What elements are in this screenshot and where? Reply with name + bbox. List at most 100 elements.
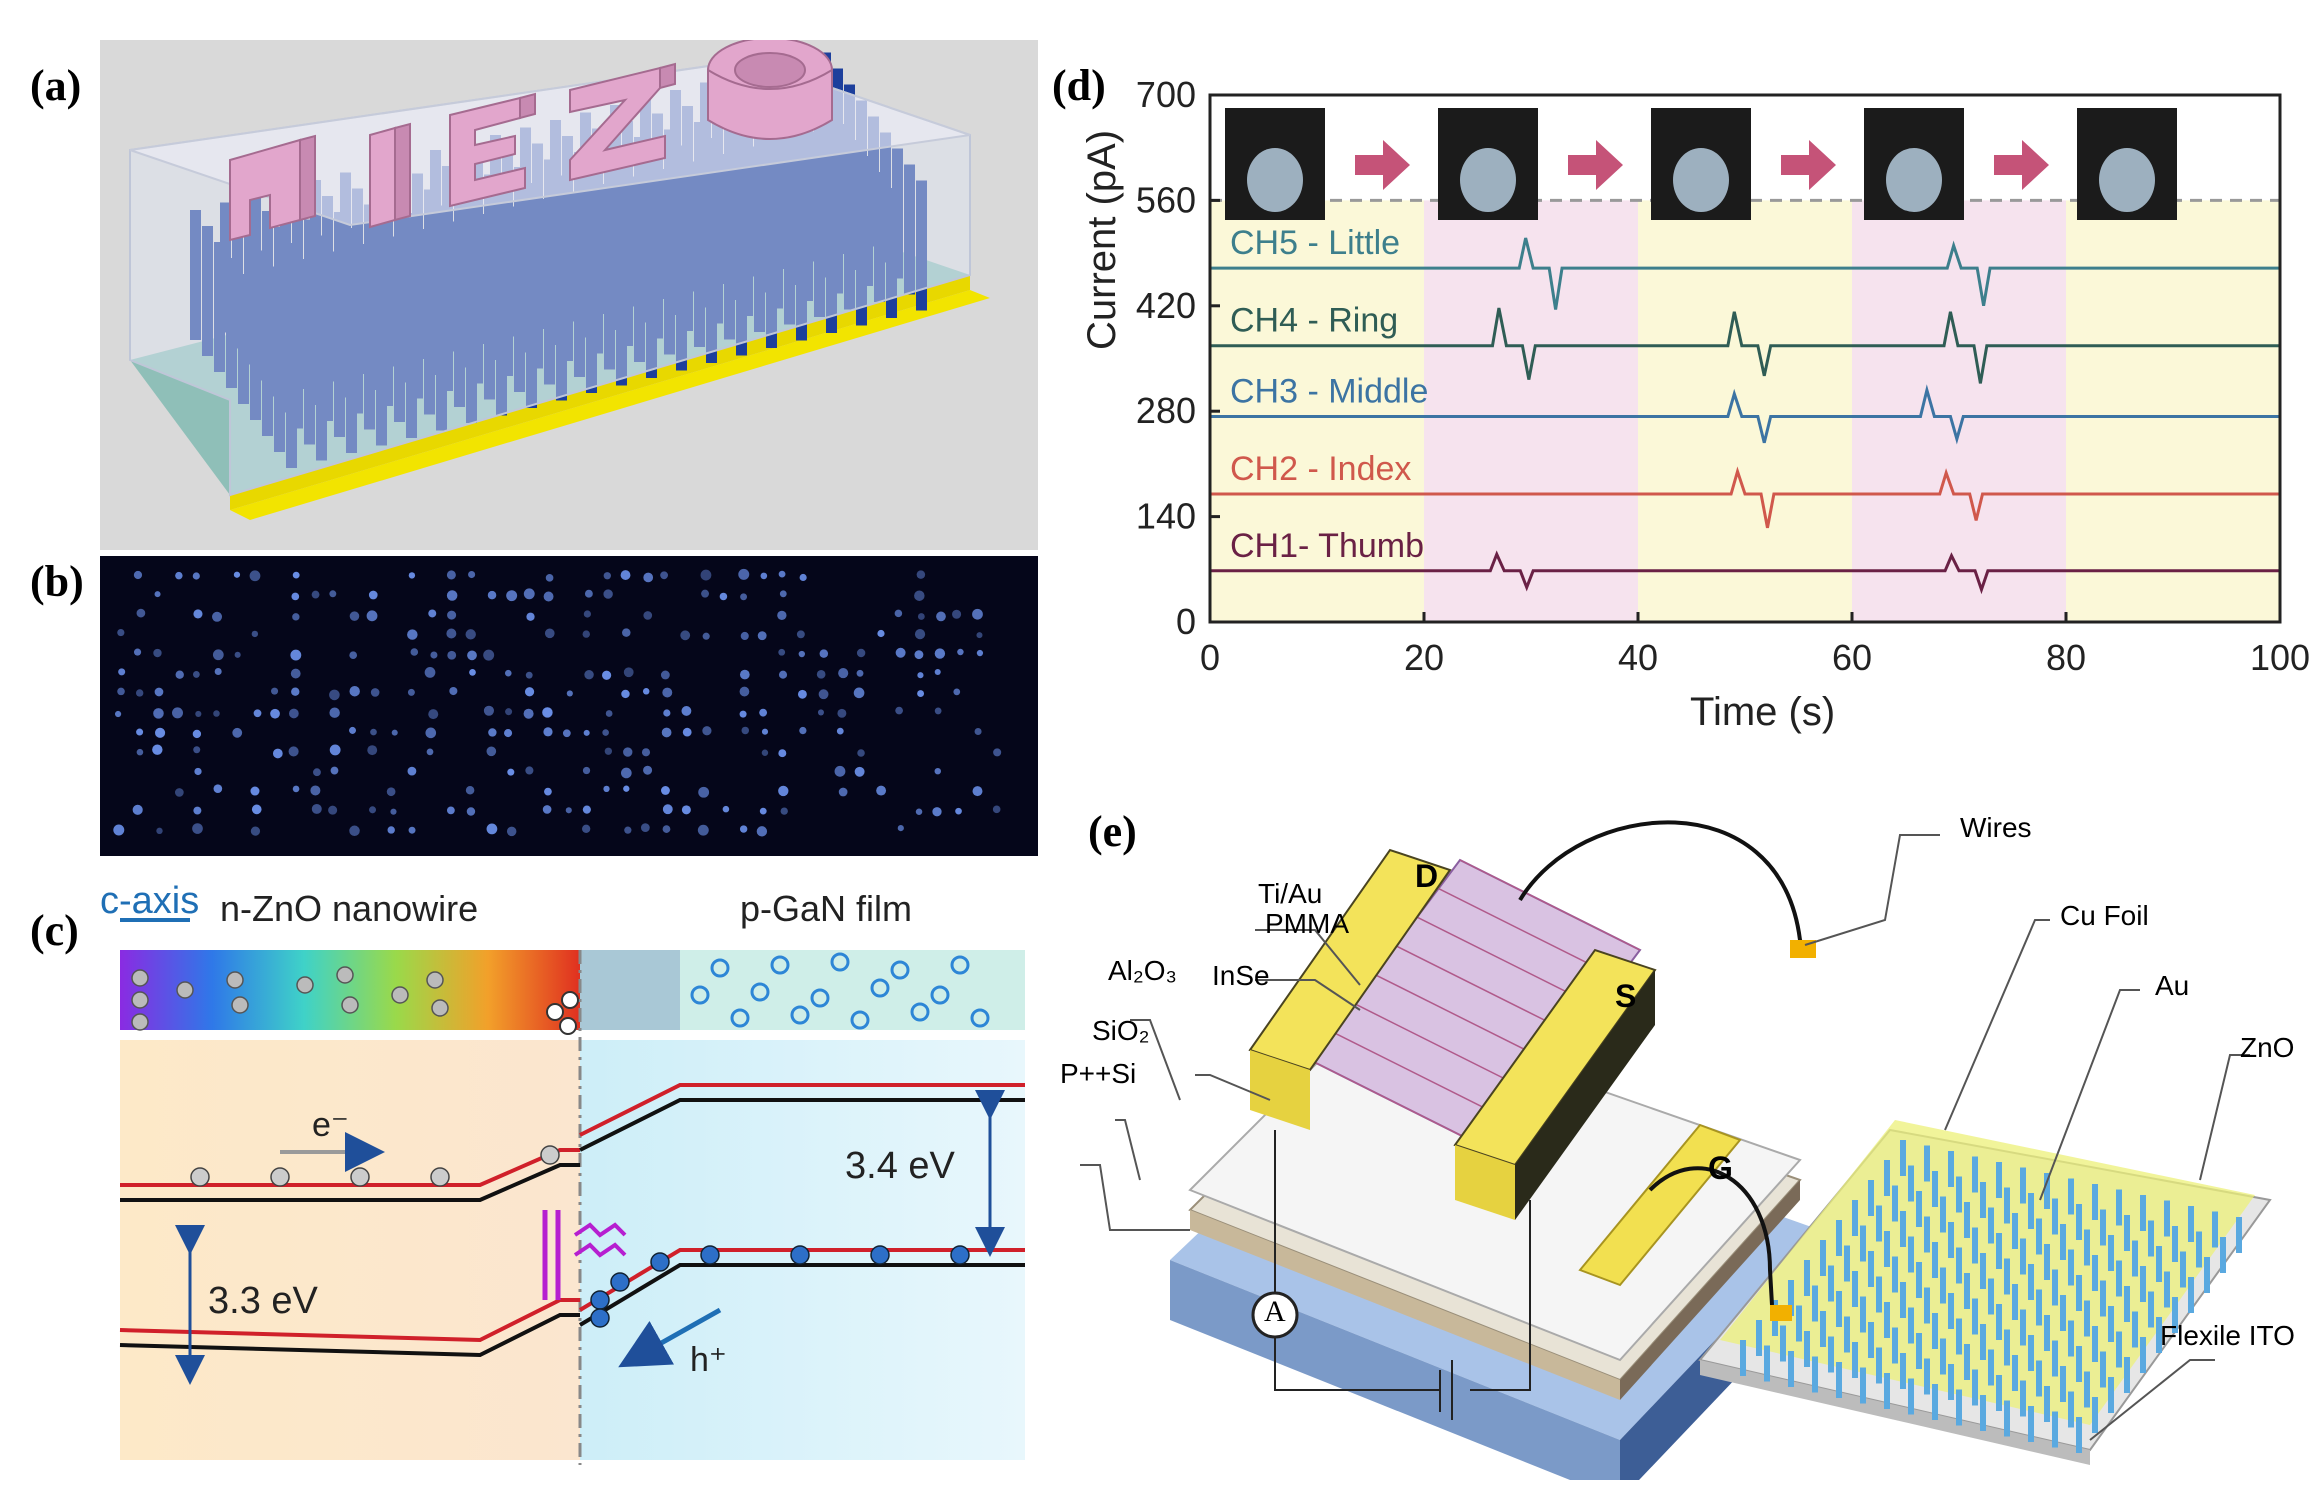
series-label: CH5 - Little xyxy=(1230,224,1400,262)
emission-dot xyxy=(117,687,125,696)
zno-rod xyxy=(1900,1353,1906,1389)
emission-dot xyxy=(506,826,517,837)
nanowire xyxy=(448,221,459,352)
emission-dot xyxy=(798,650,806,658)
nanowire xyxy=(394,292,405,422)
emission-dot xyxy=(602,670,612,680)
nanowire xyxy=(532,238,543,369)
nanowire xyxy=(700,177,711,308)
nanowire xyxy=(808,131,819,262)
emission-dot xyxy=(449,686,458,696)
zno-rod xyxy=(1996,1233,2002,1269)
nanowire xyxy=(850,140,861,270)
nanowire xyxy=(514,167,525,297)
zno-rod xyxy=(1836,1291,1842,1327)
nanowire xyxy=(322,291,333,421)
emission-dot xyxy=(311,803,322,814)
emission-dot xyxy=(487,590,497,600)
nanowire xyxy=(760,162,771,293)
zno-rod xyxy=(1980,1324,1986,1360)
zno-rod xyxy=(1940,1267,1946,1304)
zno-rod xyxy=(1892,1256,1898,1293)
zno-rod xyxy=(1820,1311,1826,1347)
emission-dot xyxy=(757,631,767,641)
zno-rod xyxy=(2060,1224,2066,1260)
emission-dot xyxy=(175,571,183,580)
emission-dot xyxy=(212,611,223,622)
emission-dot xyxy=(895,706,903,715)
nanowire xyxy=(220,202,231,333)
emission-dot xyxy=(233,571,241,578)
nanowire xyxy=(364,299,375,430)
series-label: CH4 - Ring xyxy=(1230,302,1398,340)
emission-dot xyxy=(349,825,360,837)
shaded-region xyxy=(1852,200,2066,622)
emission-dot xyxy=(154,687,164,697)
zno-rod xyxy=(1956,1318,1962,1355)
emission-dot xyxy=(430,651,438,659)
emission-dot xyxy=(525,671,533,679)
emission-dot xyxy=(797,689,807,699)
zno-rod xyxy=(1996,1304,2002,1340)
nanowire xyxy=(826,203,837,333)
zno-rod xyxy=(1868,1322,1874,1358)
panel-e-schematic: Ti/Au PMMA Al₂O₃ InSe SiO₂ P++Si Wires C… xyxy=(1060,800,2314,1500)
zno-rod xyxy=(1940,1196,1946,1233)
zno-rod xyxy=(1924,1358,1930,1395)
label-zno: ZnO xyxy=(2240,1032,2295,1063)
nanowire xyxy=(454,182,465,312)
emission-dot xyxy=(292,571,300,579)
emission-dot xyxy=(756,826,768,837)
zno-rod xyxy=(1932,1384,1938,1420)
nanowire xyxy=(652,208,663,339)
emission-dot xyxy=(270,708,280,719)
hole-dot xyxy=(546,1003,564,1021)
zno-rod xyxy=(1956,1176,1962,1213)
shaded-region xyxy=(1638,200,1852,622)
electron-label: e⁻ xyxy=(312,1106,349,1144)
nanowire xyxy=(484,269,495,400)
emission-dot xyxy=(446,590,458,601)
zno-rod xyxy=(1860,1225,1866,1262)
emission-dot xyxy=(661,727,672,738)
y-axis-label: Current (pA) xyxy=(1080,129,1124,350)
nanowire xyxy=(724,209,735,340)
emission-dot xyxy=(697,824,709,836)
emission-dot xyxy=(643,765,653,775)
zno-rod xyxy=(2108,1235,2114,1271)
hole-dot xyxy=(590,1290,610,1310)
zno-rod xyxy=(2172,1297,2178,1333)
nanowire xyxy=(556,175,567,306)
emission-dot xyxy=(681,805,691,815)
nanowire xyxy=(766,123,777,253)
emission-dot xyxy=(505,708,513,716)
nanowire xyxy=(262,306,273,436)
nanowire xyxy=(754,107,765,237)
emission-dot xyxy=(468,570,476,579)
nanowire xyxy=(484,174,495,305)
nanowire xyxy=(256,250,267,381)
emission-dot xyxy=(543,591,554,602)
emission-dot xyxy=(972,608,983,620)
nanowire xyxy=(556,270,567,401)
zno-rod xyxy=(1964,1273,1970,1309)
panel-a-device-illustration xyxy=(100,40,1038,550)
x-tick-label: 20 xyxy=(1404,637,1444,678)
emission-dot xyxy=(446,628,457,639)
emission-dot xyxy=(349,651,358,660)
n-zno-title: n-ZnO nanowire xyxy=(220,888,479,929)
nanowire xyxy=(544,159,555,290)
emission-dot xyxy=(915,808,923,816)
emission-dot xyxy=(213,784,223,793)
hole-dot xyxy=(830,952,850,972)
zno-rod xyxy=(2052,1269,2058,1306)
electron-dot xyxy=(131,1013,149,1031)
zno-rod xyxy=(1908,1307,1914,1344)
emission-dot xyxy=(796,630,805,639)
zno-rod xyxy=(1892,1327,1898,1364)
emission-dot xyxy=(136,608,146,618)
emission-dot xyxy=(193,806,202,815)
emission-dot xyxy=(253,709,262,718)
zno-rod xyxy=(1868,1251,1874,1287)
nanowire xyxy=(550,215,561,345)
